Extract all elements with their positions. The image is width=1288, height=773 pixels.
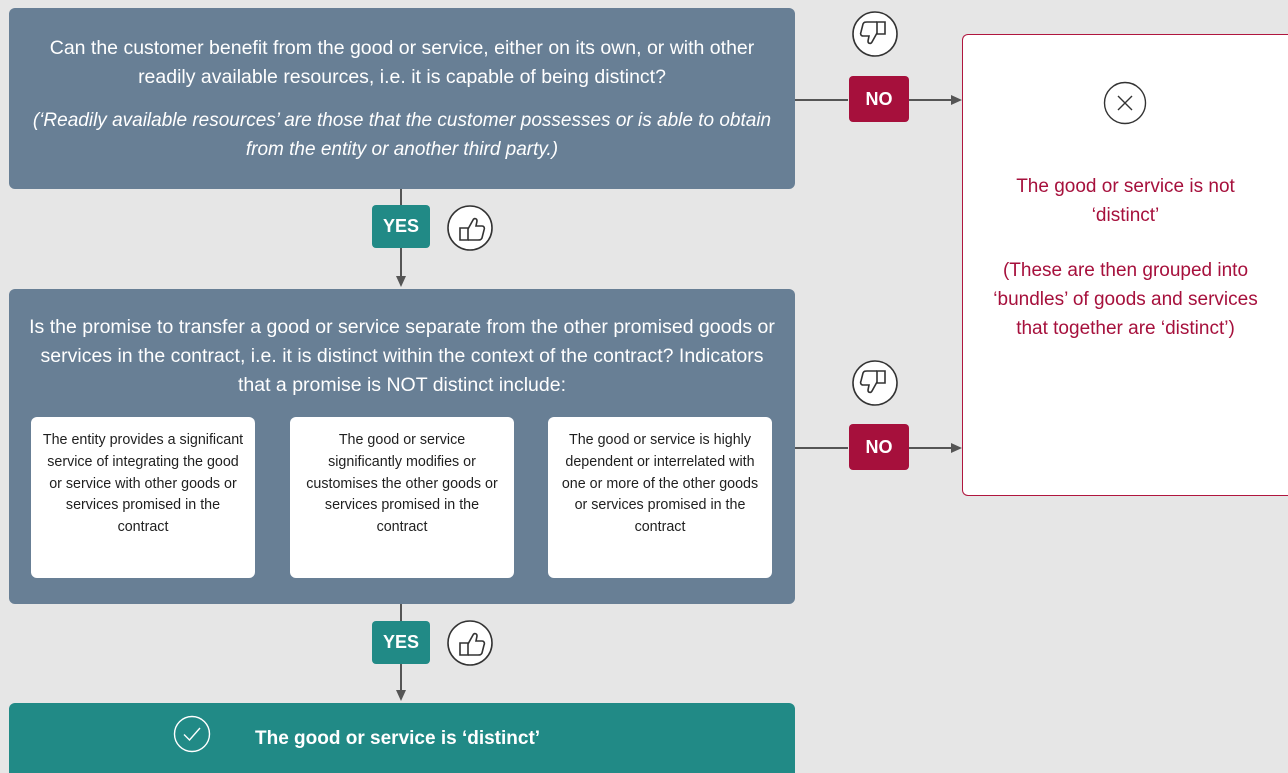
connector-yes-result	[400, 664, 402, 692]
question-2-text: Is the promise to transfer a good or ser…	[29, 316, 775, 396]
check-circle-icon	[173, 715, 211, 753]
arrow-to-q2	[396, 276, 406, 287]
indicator-card: The entity provides a significant servic…	[31, 417, 255, 578]
no-badge-2: NO	[849, 424, 909, 470]
question-1-note: (‘Readily available resources’ are those…	[32, 110, 772, 160]
indicator-card: The good or service is highly dependent …	[548, 417, 772, 578]
thumbs-down-icon	[852, 11, 898, 57]
connector-no-result-2	[909, 447, 952, 449]
question-1-box: Can the customer benefit from the good o…	[9, 8, 795, 189]
question-1-text: Can the customer benefit from the good o…	[49, 37, 755, 88]
connector-q2-no	[795, 447, 848, 449]
connector-no-result-1	[909, 99, 952, 101]
yes-badge-2: YES	[372, 621, 430, 664]
result-distinct-box: The good or service is ‘distinct’	[9, 703, 795, 773]
connector-q1-yes	[400, 189, 402, 205]
connector-yes-q2	[400, 248, 402, 278]
arrow-to-result-no-1	[951, 95, 962, 105]
result-not-distinct-box: The good or service is not ‘distinct’ (T…	[962, 34, 1288, 496]
arrow-to-result-yes	[396, 690, 406, 701]
no-badge-1: NO	[849, 76, 909, 122]
connector-q1-no	[795, 99, 848, 101]
question-2-box: Is the promise to transfer a good or ser…	[9, 289, 795, 604]
yes-badge-1: YES	[372, 205, 430, 248]
thumbs-up-icon	[447, 205, 493, 251]
result-distinct-title: The good or service is ‘distinct’	[255, 728, 541, 749]
thumbs-down-icon	[852, 360, 898, 406]
connector-q2-yes	[400, 604, 402, 621]
close-circle-icon	[1103, 81, 1147, 125]
result-not-distinct-detail: (These are then grouped into ‘bundles’ o…	[993, 260, 1258, 339]
thumbs-up-icon	[447, 620, 493, 666]
indicator-card: The good or service significantly modifi…	[290, 417, 514, 578]
arrow-to-result-no-2	[951, 443, 962, 453]
result-not-distinct-title: The good or service is not ‘distinct’	[1016, 176, 1235, 226]
